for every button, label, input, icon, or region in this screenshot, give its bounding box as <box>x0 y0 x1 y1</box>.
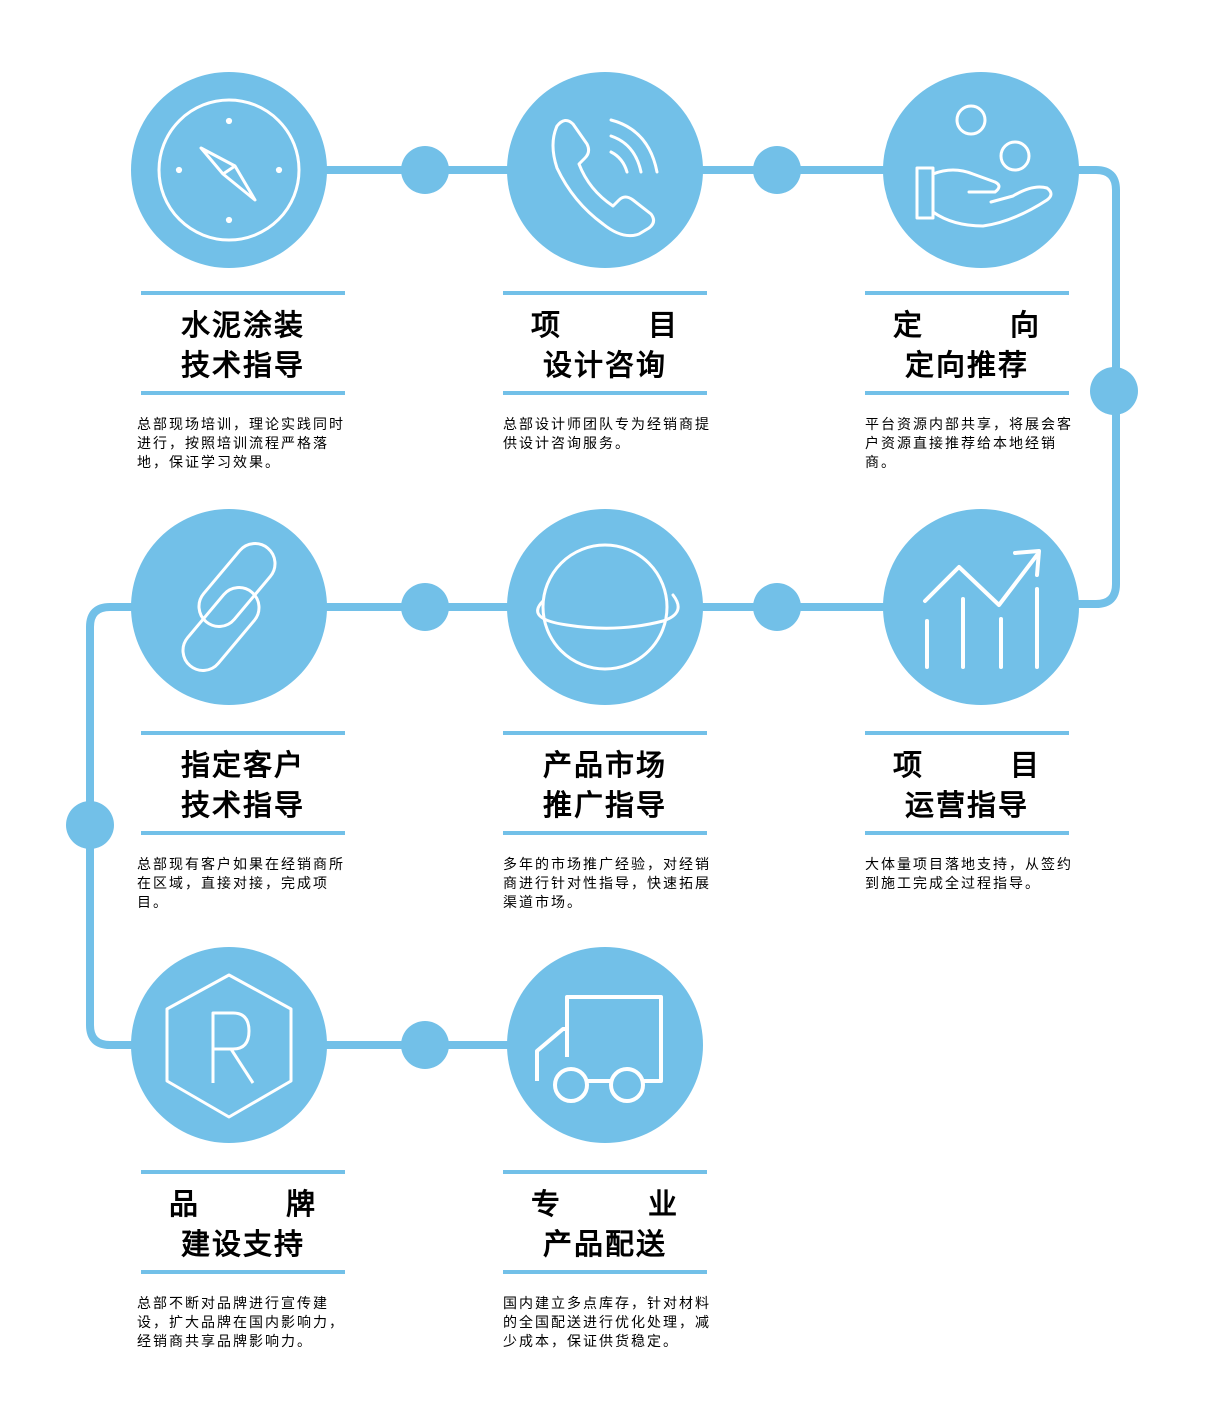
step-title-line1: 指定客户 <box>180 748 305 782</box>
step-title-line2: 运营指导 <box>904 788 1029 822</box>
bottom-rule <box>503 831 707 835</box>
step-5-circle <box>507 509 703 705</box>
hand-coins-icon <box>915 104 1053 228</box>
step-4-description: 大体量项目落地支持，从签约到施工完成全过程指导。 <box>865 857 1073 892</box>
step-1-title-card: 水泥涂装 技术指导 <box>141 291 345 395</box>
step-5-description: 多年的市场推广经验，对经销商进行针对性指导，快速拓展渠道市场。 <box>503 857 711 911</box>
top-rule <box>503 1170 707 1174</box>
top-rule <box>865 291 1069 295</box>
bottom-rule <box>503 391 707 395</box>
step-3-title-card: 定 向 定向推荐 <box>865 291 1069 395</box>
step-title-line2: 产品配送 <box>542 1227 667 1261</box>
step-title-line2: 建设支持 <box>180 1227 305 1261</box>
phone-icon <box>551 118 659 238</box>
compass-icon <box>157 98 301 242</box>
top-rule <box>503 731 707 735</box>
connector-dot <box>401 1021 449 1069</box>
bottom-rule <box>503 1270 707 1274</box>
step-title-char: 项 <box>893 748 925 782</box>
connector-dot <box>401 583 449 631</box>
step-title-line2: 技术指导 <box>180 788 305 822</box>
top-rule <box>141 1170 345 1174</box>
step-title-char: 业 <box>647 1187 679 1221</box>
step-6-circle <box>131 509 327 705</box>
connector-dot <box>1090 367 1138 415</box>
step-title-char: 项 <box>531 308 563 342</box>
bottom-rule <box>865 831 1069 835</box>
step-7-description: 总部不断对品牌进行宣传建设，扩大品牌在国内影响力，经销商共享品牌影响力。 <box>137 1296 345 1350</box>
delivery-truck-icon <box>535 995 663 1103</box>
top-rule <box>865 731 1069 735</box>
link-icon <box>181 542 277 672</box>
step-title-line2: 设计咨询 <box>542 348 667 382</box>
bottom-rule <box>141 391 345 395</box>
step-3-description: 平台资源内部共享，将展会客户资源直接推荐给本地经销商。 <box>865 417 1073 471</box>
step-title-char: 品 <box>169 1187 201 1221</box>
connector-dot <box>401 146 449 194</box>
top-rule <box>141 731 345 735</box>
step-1-circle <box>131 72 327 268</box>
connector-dot <box>753 583 801 631</box>
bottom-rule <box>865 391 1069 395</box>
step-6-description: 总部现有客户如果在经销商所在区域，直接对接，完成项目。 <box>137 857 345 911</box>
step-2-title-card: 项 目 设计咨询 <box>503 291 707 395</box>
step-title-char: 牌 <box>285 1187 317 1221</box>
step-1-description: 总部现场培训，理论实践同时进行，按照培训流程严格落地，保证学习效果。 <box>137 417 345 471</box>
step-7-circle <box>131 947 327 1143</box>
top-rule <box>503 291 707 295</box>
top-rule <box>141 291 345 295</box>
step-4-circle <box>883 509 1079 705</box>
step-title-char: 专 <box>531 1187 563 1221</box>
bottom-rule <box>141 831 345 835</box>
step-8-circle <box>507 947 703 1143</box>
planet-icon <box>536 543 680 671</box>
step-8-title-card: 专 业 产品配送 <box>503 1170 707 1274</box>
registered-hexagon-icon <box>165 973 293 1119</box>
step-title-line1: 水泥涂装 <box>180 308 305 342</box>
step-5-title-card: 产品市场 推广指导 <box>503 731 707 835</box>
bottom-rule <box>141 1270 345 1274</box>
step-title-char: 目 <box>1009 748 1041 782</box>
step-title-char: 定 <box>893 308 925 342</box>
step-title-line2: 定向推荐 <box>904 348 1029 382</box>
step-4-title-card: 项 目 运营指导 <box>865 731 1069 835</box>
step-8-description: 国内建立多点库存，针对材料的全国配送进行优化处理，减少成本，保证供货稳定。 <box>503 1296 711 1350</box>
step-2-description: 总部设计师团队专为经销商提供设计咨询服务。 <box>503 417 711 452</box>
step-7-title-card: 品 牌 建设支持 <box>141 1170 345 1274</box>
step-title-line2: 技术指导 <box>180 348 305 382</box>
growth-chart-icon <box>923 549 1041 669</box>
connector-dot <box>66 801 114 849</box>
step-3-circle <box>883 72 1079 268</box>
step-title-char: 目 <box>647 308 679 342</box>
step-2-circle <box>507 72 703 268</box>
step-title-line2: 推广指导 <box>542 788 667 822</box>
step-title-line1: 产品市场 <box>542 748 667 782</box>
step-6-title-card: 指定客户 技术指导 <box>141 731 345 835</box>
connector-dot <box>753 146 801 194</box>
step-title-char: 向 <box>1009 308 1041 342</box>
